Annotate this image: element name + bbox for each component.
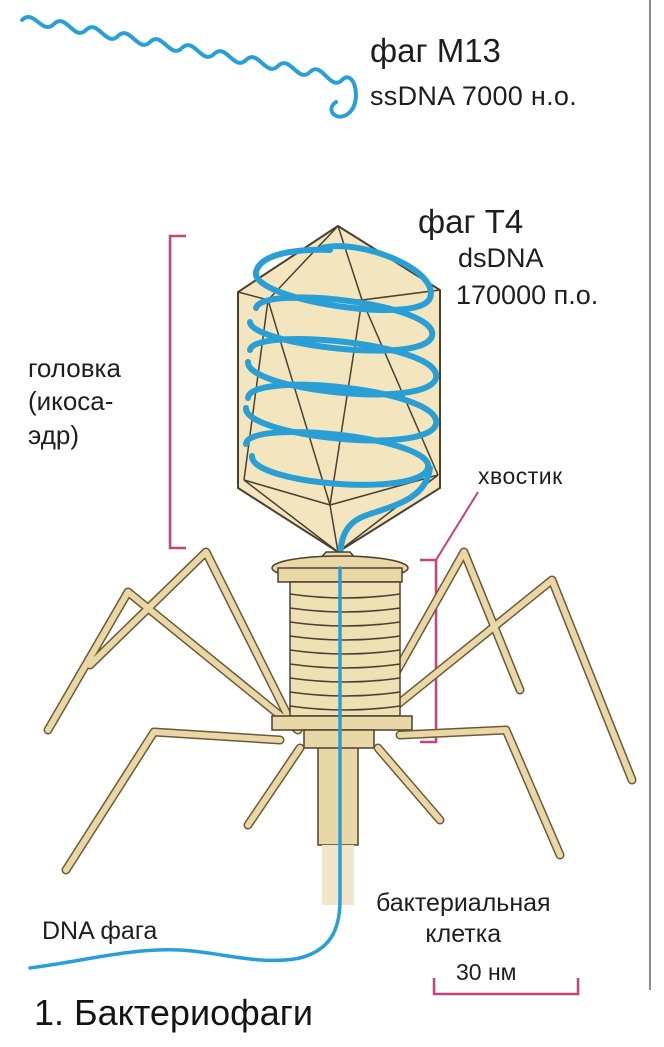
baseplate: [272, 716, 412, 748]
head-label: головка (икоса- эдр): [28, 352, 121, 452]
tail-bracket: [420, 560, 436, 742]
head-bracket: [170, 236, 186, 548]
tail-tube: [318, 745, 358, 845]
scale-label: 30 нм: [456, 960, 517, 984]
t4-title: фаг Т4: [418, 205, 523, 240]
t4-subtitle-line1: dsDNA: [458, 244, 544, 272]
m13-title: фаг М13: [370, 34, 501, 69]
tail-label: хвостик: [478, 464, 563, 488]
m13-ssdna-strand: [22, 17, 356, 117]
m13-subtitle: ssDNA 7000 н.о.: [370, 82, 577, 110]
figure-caption: 1. Бактериофаги: [34, 994, 313, 1032]
tail-fibers-front-fill: [66, 730, 560, 870]
tail-tube-fade: [322, 845, 354, 905]
tail-pointer-line: [436, 492, 478, 560]
t4-subtitle-line2: 170000 п.о.: [456, 281, 598, 309]
phage-dna-label: DNA фага: [42, 918, 157, 944]
bacterial-cell-label: бактериальная клетка: [376, 888, 551, 951]
